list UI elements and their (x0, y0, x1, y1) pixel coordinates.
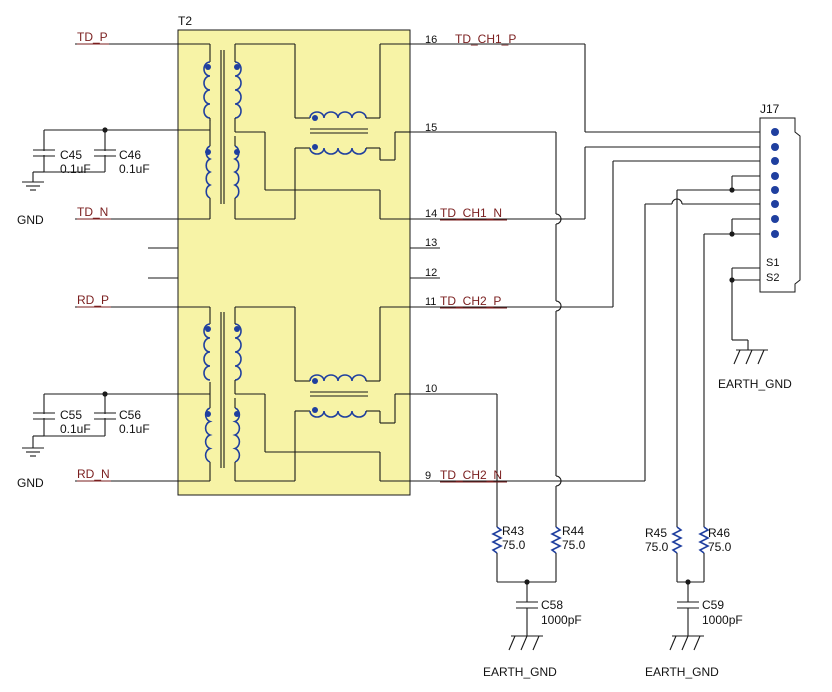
capacitor-c45 (33, 149, 55, 157)
net-label-td-n: TD_N (77, 205, 108, 219)
c56-ref: C56 (119, 408, 141, 422)
bottom-termination-wires (497, 579, 704, 636)
r44-ref: R44 (562, 524, 584, 538)
pin-16: 16 (425, 34, 437, 46)
transformer-ref: T2 (178, 14, 192, 28)
r44-value: 75.0 (562, 538, 586, 552)
c59-ref: C59 (702, 598, 724, 612)
c45-ref: C45 (60, 148, 82, 162)
resistor-r46 (698, 526, 710, 582)
pin-9: 9 (425, 470, 431, 482)
c58-value: 1000pF (541, 613, 582, 627)
capacitor-c56 (94, 412, 116, 420)
earth-gnd-label-c59: EARTH_GND (645, 665, 719, 679)
pin-15: 15 (425, 122, 437, 134)
pin-14: 14 (425, 208, 437, 220)
resistor-r44 (550, 526, 562, 582)
connector-ref: J17 (760, 102, 780, 116)
c46-ref: C46 (119, 148, 141, 162)
earth-gnd-label-right: EARTH_GND (718, 377, 792, 391)
polarity-dots (205, 64, 318, 417)
r43-ref: R43 (502, 524, 524, 538)
earth-gnd-label-c58: EARTH_GND (483, 665, 557, 679)
r45-ref: R45 (645, 526, 667, 540)
capacitor-c55 (33, 412, 55, 420)
pin-13: 13 (425, 237, 437, 249)
connector-j17 (759, 117, 801, 293)
c46-value: 0.1uF (119, 162, 150, 176)
net-label-td-ch1-p: TD_CH1_P (455, 32, 516, 46)
c56-value: 0.1uF (119, 422, 150, 436)
net-label-td-p: TD_P (77, 30, 108, 44)
net-label-td-ch1-n: TD_CH1_N (440, 206, 502, 220)
gnd-symbol-bottom (22, 447, 44, 457)
pin-11: 11 (425, 296, 436, 308)
earth-gnd-symbol-right (733, 349, 768, 365)
net-label-td-ch2-p: TD_CH2_P (440, 294, 501, 308)
gnd-symbol-top (22, 181, 44, 191)
shield-pin-s1: S1 (766, 257, 779, 269)
transformer-body (177, 29, 411, 496)
resistor-r43 (491, 526, 503, 582)
net-label-rd-n: RD_N (77, 467, 110, 481)
r43-value: 75.0 (502, 538, 526, 552)
left-wires (32, 43, 211, 482)
net-label-td-ch2-n: TD_CH2_N (440, 468, 502, 482)
capacitor-c46 (94, 149, 116, 157)
c45-value: 0.1uF (60, 162, 91, 176)
r46-value: 75.0 (708, 540, 732, 554)
right-wires (410, 43, 771, 527)
r46-ref: R46 (708, 526, 730, 540)
capacitor-c59 (677, 601, 699, 609)
earth-gnd-symbol-c59 (669, 635, 704, 651)
c55-ref: C55 (60, 408, 82, 422)
shield-pin-s2: S2 (766, 272, 779, 284)
c59-value: 1000pF (702, 613, 743, 627)
gnd-label-top: GND (17, 213, 44, 227)
pin-10: 10 (425, 383, 437, 395)
capacitor-c58 (516, 601, 538, 609)
c55-value: 0.1uF (60, 422, 91, 436)
pin-12: 12 (425, 267, 437, 279)
r45-value: 75.0 (645, 540, 669, 554)
resistor-r45 (671, 526, 683, 582)
c58-ref: C58 (541, 598, 563, 612)
net-label-rd-p: RD_P (77, 293, 109, 307)
gnd-label-bottom: GND (17, 476, 44, 490)
transformer-windings (203, 43, 410, 482)
earth-gnd-symbol-c58 (508, 635, 543, 651)
